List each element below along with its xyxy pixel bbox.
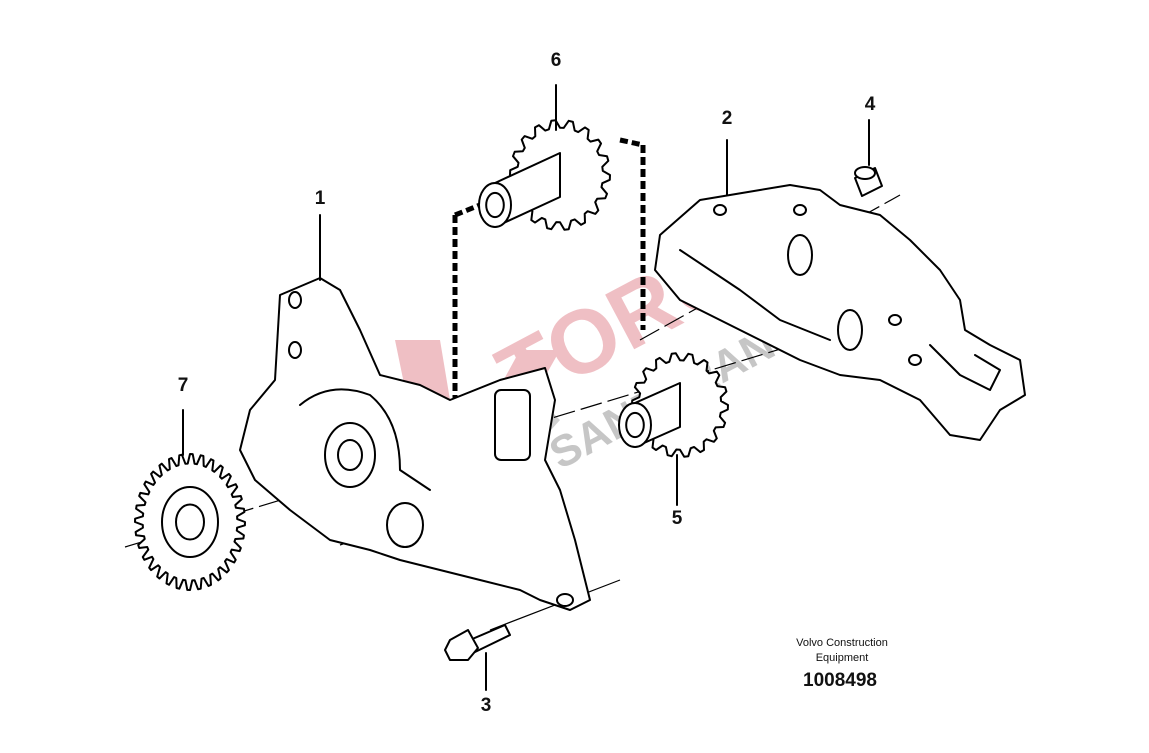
- part-1-pump-housing: [239, 214, 591, 611]
- callout-7: 7: [177, 375, 189, 396]
- gears: [134, 119, 729, 591]
- part-6-gear: [478, 119, 611, 231]
- assembly-dashed-bracket: [452, 137, 646, 400]
- credit-line-2: Equipment: [815, 652, 869, 664]
- callout-5: 5: [671, 508, 683, 529]
- manufacturer-credit: Volvo Construction Equipment: [796, 636, 888, 666]
- callout-6: 6: [550, 50, 562, 71]
- callout-4: 4: [864, 94, 876, 115]
- credit-line-1: Volvo Construction: [796, 637, 888, 649]
- part-2-cover-plate: [654, 184, 1026, 441]
- part-4-sleeve: [854, 119, 883, 197]
- callout-1: 1: [314, 188, 326, 209]
- part-7-large-gear: [134, 453, 246, 591]
- callout-2: 2: [721, 108, 733, 129]
- part-5-gear: [618, 352, 729, 458]
- part-3-bolt: [444, 624, 511, 691]
- callout-3: 3: [480, 695, 492, 716]
- document-number: 1008498: [803, 670, 877, 691]
